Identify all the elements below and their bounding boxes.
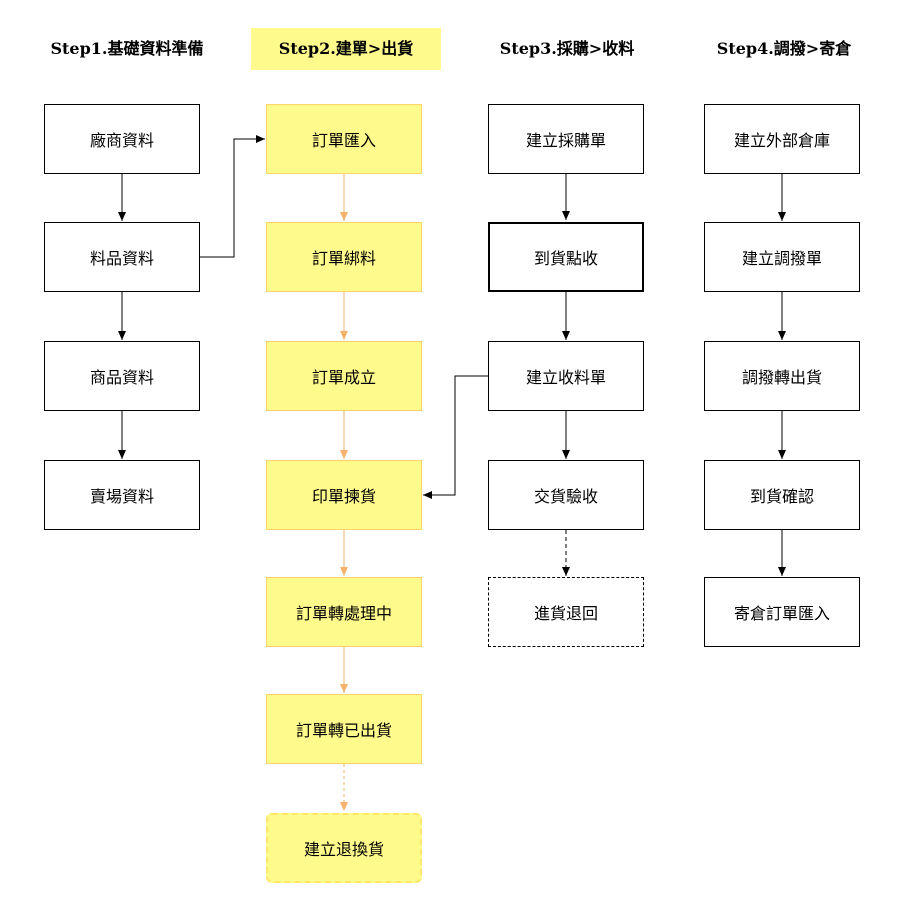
node-delivery-inspection: 交貨驗收 [488,460,644,530]
node-order-established: 訂單成立 [266,341,422,411]
column-header-step1: Step1.基礎資料準備 [50,39,204,58]
node-store-data: 賣場資料 [44,460,200,530]
node-purchase-return: 進貨退回 [488,577,644,647]
node-transfer-to-shipment: 調撥轉出貨 [704,341,860,411]
node-consignment-order-import: 寄倉訂單匯入 [704,577,860,647]
node-create-external-warehouse: 建立外部倉庫 [704,104,860,174]
node-receipt-check: 到貨點收 [488,222,644,292]
node-vendor-data: 廠商資料 [44,104,200,174]
node-create-purchase-order: 建立採購單 [488,104,644,174]
node-order-binding: 訂單綁料 [266,222,422,292]
node-order-processing: 訂單轉處理中 [266,577,422,647]
node-order-shipped: 訂單轉已出貨 [266,694,422,764]
column-header-step3: Step3.採購>收料 [499,39,635,58]
node-product-data: 商品資料 [44,341,200,411]
node-material-data: 料品資料 [44,222,200,292]
node-create-transfer-order: 建立調撥單 [704,222,860,292]
column-header-step4: Step4.調撥>寄倉 [716,39,852,58]
arrow-receiving-to-picking [423,375,488,499]
node-create-return: 建立退換貨 [266,813,422,883]
arrow-material-to-order-import [200,135,265,258]
node-print-picking: 印單揀貨 [266,460,422,530]
node-order-import: 訂單匯入 [266,104,422,174]
node-arrival-confirm: 到貨確認 [704,460,860,530]
column-header-step2: Step2.建單>出貨 [251,28,441,70]
node-create-receiving-order: 建立收料單 [488,341,644,411]
